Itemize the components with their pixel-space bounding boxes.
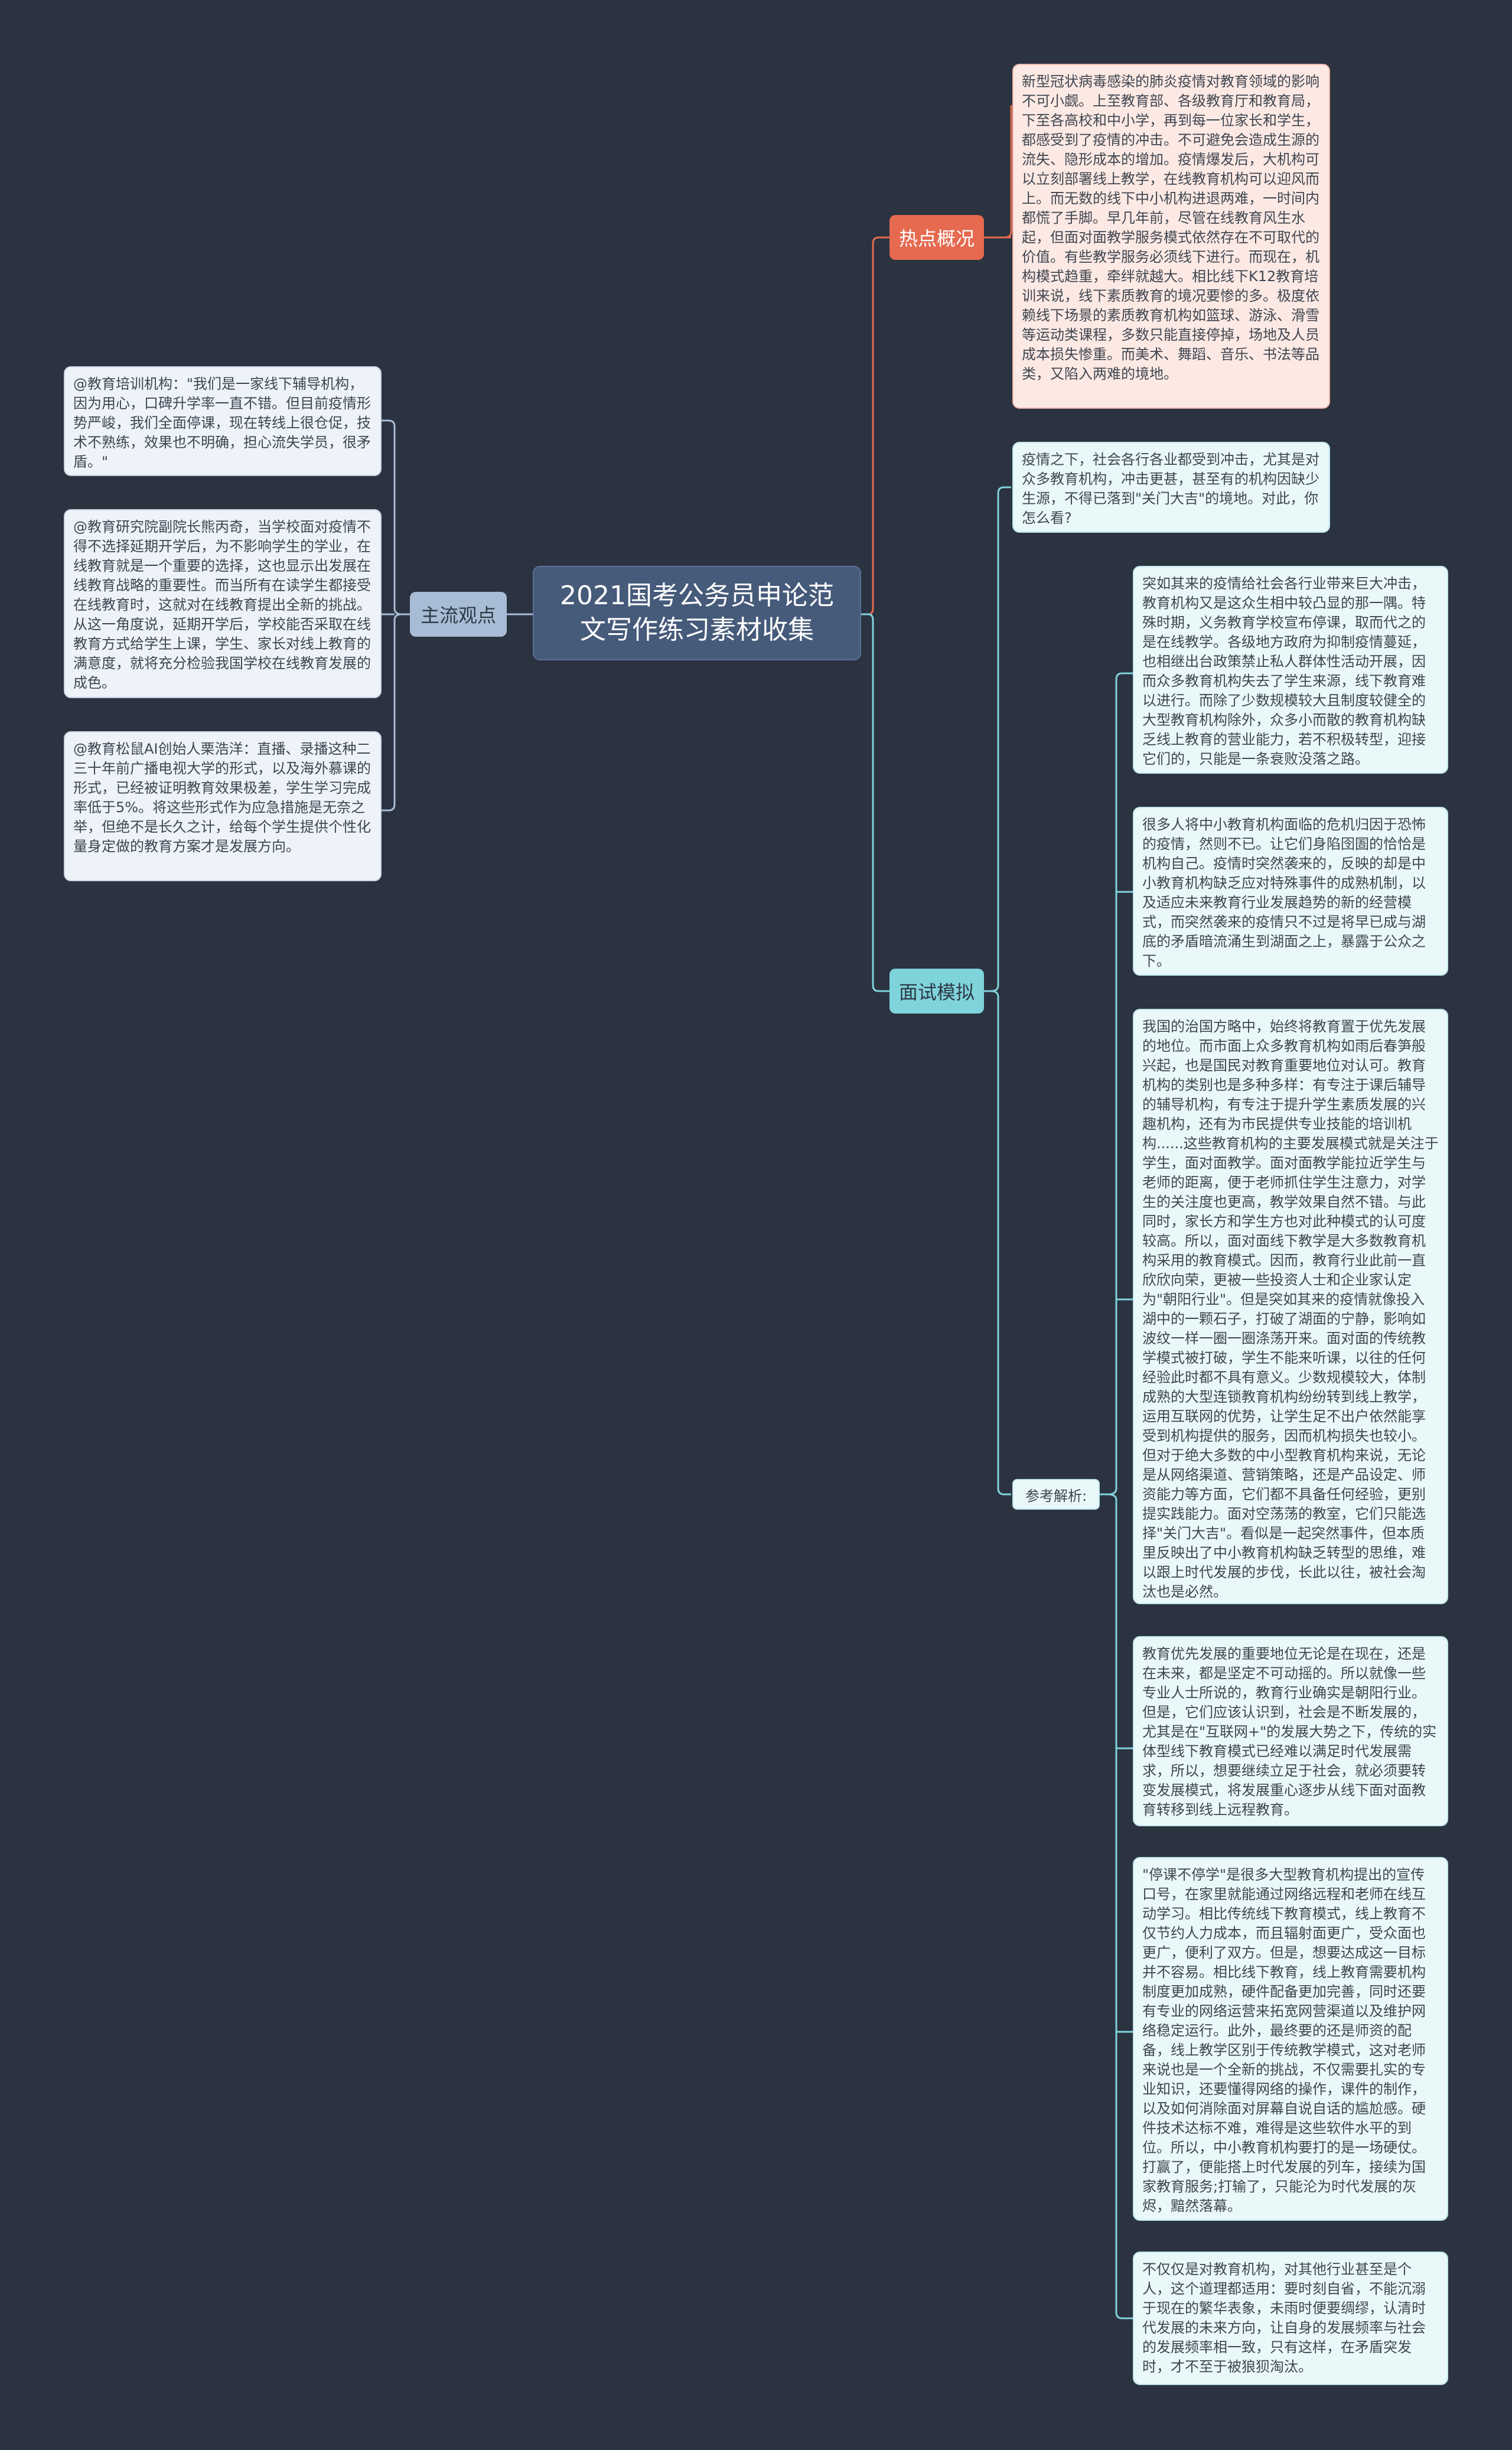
- answer-card-5: "停课不停学"是很多大型教育机构提出的宣传口号，在家里就能通过网络远程和老师在线…: [1133, 1857, 1448, 2221]
- answer-card-4: 教育优先发展的重要地位无论是在现在，还是在未来，都是坚定不可动摇的。所以就像一些…: [1133, 1636, 1448, 1826]
- hot-overview-card: 新型冠状病毒感染的肺炎疫情对教育领域的影响不可小觑。上至教育部、各级教育厅和教育…: [1012, 64, 1330, 409]
- answer-text-5: "停课不停学"是很多大型教育机构提出的宣传口号，在家里就能通过网络远程和老师在线…: [1142, 1866, 1426, 2214]
- view-text-2: @教育研究院副院长熊丙奇，当学校面对疫情不得不选择延期开学后，为不影响学生的学业…: [73, 519, 371, 691]
- analysis-label: 参考解析:: [1025, 1487, 1087, 1504]
- branch-hot-topic[interactable]: 热点概况: [889, 215, 984, 260]
- answer-card-2: 很多人将中小教育机构面临的危机归因于恐怖的疫情，然则不已。让它们身陷囹圄的恰恰是…: [1133, 807, 1448, 976]
- answer-text-1: 突如其来的疫情给社会各行业带来巨大冲击，教育机构又是这众生相中较凸显的那一隅。特…: [1142, 575, 1426, 767]
- view-text-1: @教育培训机构："我们是一家线下辅导机构，因为用心，口碑升学率一直不错。但目前疫…: [73, 376, 371, 470]
- answer-text-6: 不仅仅是对教育机构，对其他行业甚至是个人，这个道理都适用：要时刻自省，不能沉溺于…: [1142, 2261, 1426, 2375]
- branch-views-label: 主流观点: [420, 604, 496, 627]
- root-title: 2021国考公务员申论范文写作练习素材收集: [560, 581, 834, 645]
- branch-mainstream-views[interactable]: 主流观点: [410, 592, 507, 637]
- answer-text-4: 教育优先发展的重要地位无论是在现在，还是在未来，都是坚定不可动摇的。所以就像一些…: [1142, 1646, 1437, 1818]
- answer-card-6: 不仅仅是对教育机构，对其他行业甚至是个人，这个道理都适用：要时刻自省，不能沉溺于…: [1133, 2252, 1448, 2385]
- answer-card-3: 我国的治国方略中，始终将教育置于优先发展的地位。而市面上众多教育机构如雨后春笋般…: [1133, 1009, 1448, 1604]
- interview-question-card: 疫情之下，社会各行各业都受到冲击，尤其是对众多教育机构，冲击更甚，甚至有的机构因…: [1012, 442, 1330, 533]
- hot-overview-text: 新型冠状病毒感染的肺炎疫情对教育领域的影响不可小觑。上至教育部、各级教育厅和教育…: [1022, 73, 1319, 382]
- branch-hot-label: 热点概况: [898, 227, 975, 250]
- answer-card-1: 突如其来的疫情给社会各行业带来巨大冲击，教育机构又是这众生相中较凸显的那一隅。特…: [1133, 566, 1448, 774]
- answer-text-3: 我国的治国方略中，始终将教育置于优先发展的地位。而市面上众多教育机构如雨后春笋般…: [1142, 1018, 1439, 1600]
- interview-question-text: 疫情之下，社会各行各业都受到冲击，尤其是对众多教育机构，冲击更甚，甚至有的机构因…: [1022, 451, 1319, 526]
- root-node[interactable]: 2021国考公务员申论范文写作练习素材收集: [533, 566, 861, 660]
- answer-text-2: 很多人将中小教育机构面临的危机归因于恐怖的疫情，然则不已。让它们身陷囹圄的恰恰是…: [1142, 816, 1426, 969]
- branch-interview[interactable]: 面试模拟: [889, 969, 984, 1014]
- view-text-3: @教育松鼠AI创始人栗浩洋：直播、录播这种二三十年前广播电视大学的形式，以及海外…: [73, 741, 371, 855]
- analysis-label-node[interactable]: 参考解析:: [1012, 1479, 1100, 1510]
- view-card-1: @教育培训机构："我们是一家线下辅导机构，因为用心，口碑升学率一直不错。但目前疫…: [64, 366, 382, 476]
- view-card-2: @教育研究院副院长熊丙奇，当学校面对疫情不得不选择延期开学后，为不影响学生的学业…: [64, 509, 382, 698]
- branch-interview-label: 面试模拟: [898, 981, 975, 1004]
- view-card-3: @教育松鼠AI创始人栗浩洋：直播、录播这种二三十年前广播电视大学的形式，以及海外…: [64, 731, 382, 881]
